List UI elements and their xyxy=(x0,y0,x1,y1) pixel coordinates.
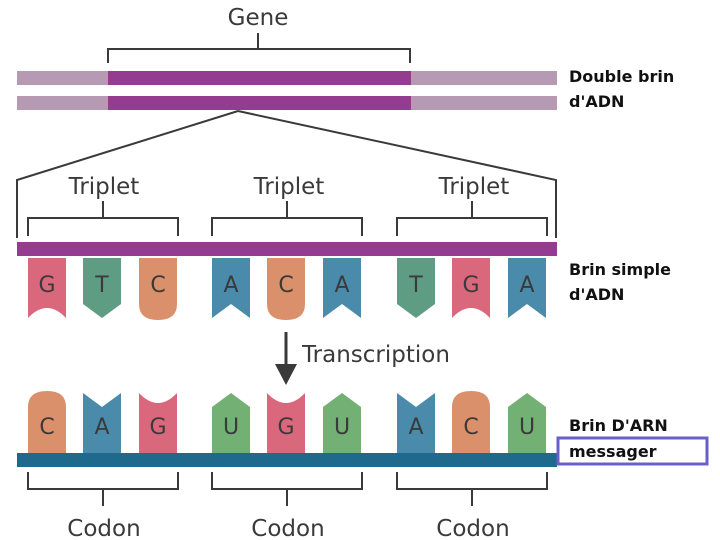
dna-base-5-shape xyxy=(267,258,305,320)
dna-strand-bottom-gene xyxy=(108,96,411,110)
dna-base-3-shape xyxy=(139,258,177,320)
rna-base-3-letter: G xyxy=(149,415,166,440)
triplet-bracket-3 xyxy=(396,201,548,236)
dna-base-3-letter: C xyxy=(150,273,165,298)
rna-base-8-shape xyxy=(452,391,490,453)
dna-strand-top-gene xyxy=(108,71,411,85)
rna-base-1-letter: C xyxy=(39,415,54,440)
triplet-label-1: Triplet xyxy=(68,174,140,200)
codon-bracket-3 xyxy=(396,472,548,506)
dna-base-6-letter: A xyxy=(334,273,349,298)
dna-base-8-letter: G xyxy=(462,273,479,298)
rna-base-3-shape xyxy=(139,393,177,453)
rna-base-9-shape xyxy=(508,393,546,453)
dna-base-5-letter: C xyxy=(278,273,293,298)
single-strand-dna-backbone xyxy=(17,242,557,256)
triplet-bracket-2 xyxy=(211,201,363,236)
mrna-label-highlight-box xyxy=(556,436,709,466)
mrna-backbone xyxy=(17,453,557,467)
double-strand-dna xyxy=(17,71,557,110)
codon-group: Codon Codon Codon xyxy=(27,472,548,540)
dna-base-9-letter: A xyxy=(519,273,534,298)
dna-base-2-shape xyxy=(83,258,121,318)
rna-base-6-shape xyxy=(323,393,361,453)
rna-base-8-letter: C xyxy=(463,415,478,440)
gene-label: Gene xyxy=(228,5,289,31)
transcription-label: Transcription xyxy=(301,342,450,368)
dna-base-6-shape xyxy=(323,258,361,318)
dna-base-4-shape xyxy=(212,258,250,318)
dna-base-2-letter: T xyxy=(94,273,109,298)
rna-base-2-shape xyxy=(83,393,121,453)
rna-base-4-letter: U xyxy=(223,415,239,440)
rna-base-2-letter: A xyxy=(94,415,109,440)
rna-base-6-letter: U xyxy=(334,415,350,440)
dna-base-1-shape xyxy=(28,258,66,318)
dna-base-1-letter: G xyxy=(38,273,55,298)
codon-bracket-2 xyxy=(211,472,363,506)
rna-base-7-shape xyxy=(397,393,435,453)
gene-bracket xyxy=(107,33,411,63)
rna-base-7-letter: A xyxy=(408,415,423,440)
dna-base-8-shape xyxy=(452,258,490,318)
mrna-label-line1: Brin D'ARN xyxy=(569,416,668,435)
transcription-arrow xyxy=(275,332,297,385)
dna-base-7-shape xyxy=(397,258,435,318)
double-strand-label-line2: d'ADN xyxy=(569,92,624,111)
single-strand-label-line1: Brin simple xyxy=(569,260,671,279)
rna-base-5-letter: G xyxy=(277,415,294,440)
single-strand-label-line2: d'ADN xyxy=(569,285,624,304)
rna-base-5-shape xyxy=(267,393,305,453)
mrna-label-line2: messager xyxy=(569,442,657,461)
codon-label-2: Codon xyxy=(251,516,324,540)
triplet-label-3: Triplet xyxy=(438,174,510,200)
rna-base-9-letter: U xyxy=(519,415,535,440)
double-strand-label-line1: Double brin xyxy=(569,67,674,86)
dna-base-4-letter: A xyxy=(223,273,238,298)
codon-label-1: Codon xyxy=(67,516,140,540)
arrow-head xyxy=(275,364,297,385)
dna-base-7-letter: T xyxy=(408,273,423,298)
zoom-lines xyxy=(16,110,557,238)
triplet-bracket-1 xyxy=(27,201,179,236)
triplet-group: Triplet Triplet Triplet xyxy=(27,174,548,236)
rna-base-1-shape xyxy=(28,391,66,453)
codon-bracket-1 xyxy=(27,472,179,506)
rna-base-4-shape xyxy=(212,393,250,453)
codon-label-3: Codon xyxy=(436,516,509,540)
triplet-label-2: Triplet xyxy=(253,174,325,200)
dna-base-9-shape xyxy=(508,258,546,318)
